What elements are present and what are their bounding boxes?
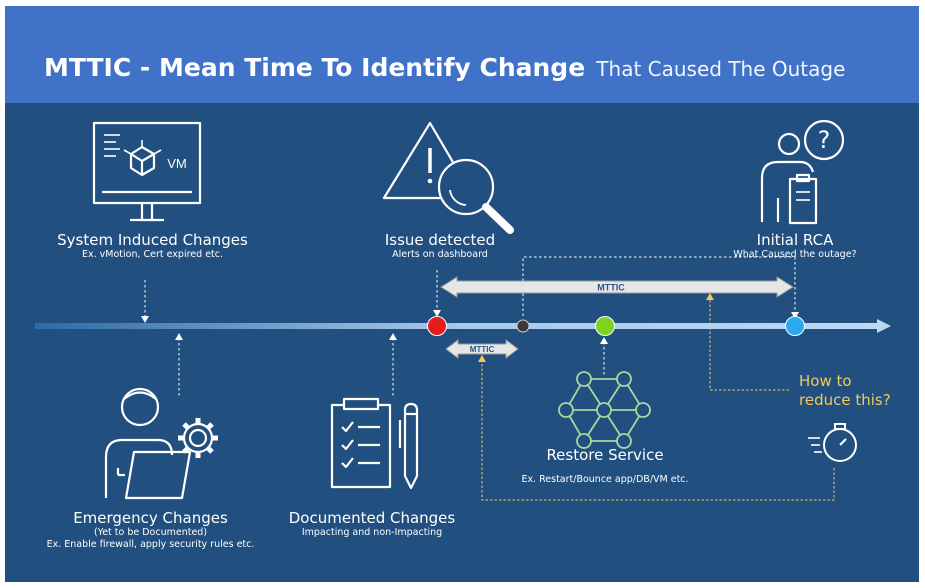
title-sub: That Caused The Outage [596, 57, 846, 81]
restore-title: Restore Service [546, 446, 664, 464]
page-title: MTTIC - Mean Time To Identify Change Tha… [44, 46, 845, 84]
documented-title: Documented Changes [288, 509, 456, 527]
mttic-short-label: MTTIC [470, 345, 495, 354]
reduce-line-1: How to [799, 372, 852, 390]
stopwatch-icon [808, 423, 857, 462]
emergency-node: Emergency Changes (Yet to be Documented)… [38, 509, 263, 551]
vm-icon-text: VM [167, 156, 187, 171]
system-induced-title: System Induced Changes [57, 231, 248, 249]
issue-detected-title: Issue detected [384, 231, 496, 249]
issue-detected-subtitle: Alerts on dashboard [392, 249, 488, 260]
initial-rca-node: Initial RCA What Caused the outage? [722, 231, 868, 261]
person-question-icon [760, 119, 845, 225]
restore-subtitle-box: Ex. Restart/Bounce app/DB/VM etc. [503, 474, 707, 486]
system-induced-node: System Induced Changes Ex. vMotion, Cert… [52, 231, 253, 261]
initial-rca-subtitle: What Caused the outage? [733, 249, 857, 260]
diagram-frame: MTTIC - Mean Time To Identify Change Tha… [5, 6, 919, 582]
header-bar: MTTIC - Mean Time To Identify Change Tha… [5, 6, 919, 103]
emergency-title: Emergency Changes [73, 509, 228, 527]
warning-magnifier-icon [382, 121, 514, 234]
reduce-line-2: reduce this? [799, 391, 891, 409]
reduce-callout: How to reduce this? [799, 372, 909, 410]
initial-rca-title: Initial RCA [756, 231, 834, 249]
mttic-long-label: MTTIC [597, 283, 625, 293]
title-main: MTTIC - Mean Time To Identify Change [44, 53, 586, 82]
documented-node: Documented Changes Impacting and non-Imp… [281, 509, 463, 539]
person-laptop-gear-icon [104, 387, 208, 500]
change-dot [516, 319, 530, 333]
emergency-subtitle-2: Ex. Enable firewall, apply security rule… [46, 539, 255, 550]
documented-subtitle: Impacting and non-Impacting [301, 527, 443, 538]
system-induced-subtitle: Ex. vMotion, Cert expired etc. [81, 249, 224, 260]
question-mark-glyph: ? [818, 126, 831, 154]
restore-subtitle: Ex. Restart/Bounce app/DB/VM etc. [521, 474, 689, 485]
mttic-long-arrow [440, 276, 794, 298]
feedback-loop [481, 300, 835, 501]
issue-detected-node: Issue detected Alerts on dashboard [375, 231, 505, 261]
monitor-vm-icon [92, 121, 202, 222]
network-nodes-icon [558, 371, 651, 449]
rca-dot [785, 316, 805, 336]
emergency-subtitle-1: (Yet to be Documented) [93, 527, 208, 538]
connector-lines [144, 256, 796, 398]
issue-dot [427, 316, 447, 336]
loop-arrowhead-up-left [478, 355, 486, 362]
timeline-arrow [35, 319, 891, 333]
restore-title-box: Restore Service [530, 446, 680, 464]
restore-dot [595, 316, 615, 336]
loop-arrowhead-up-right [706, 293, 714, 300]
clipboard-checklist-icon [330, 397, 419, 490]
mttic-short-arrow [445, 339, 519, 359]
connector-arrowheads [141, 310, 799, 344]
